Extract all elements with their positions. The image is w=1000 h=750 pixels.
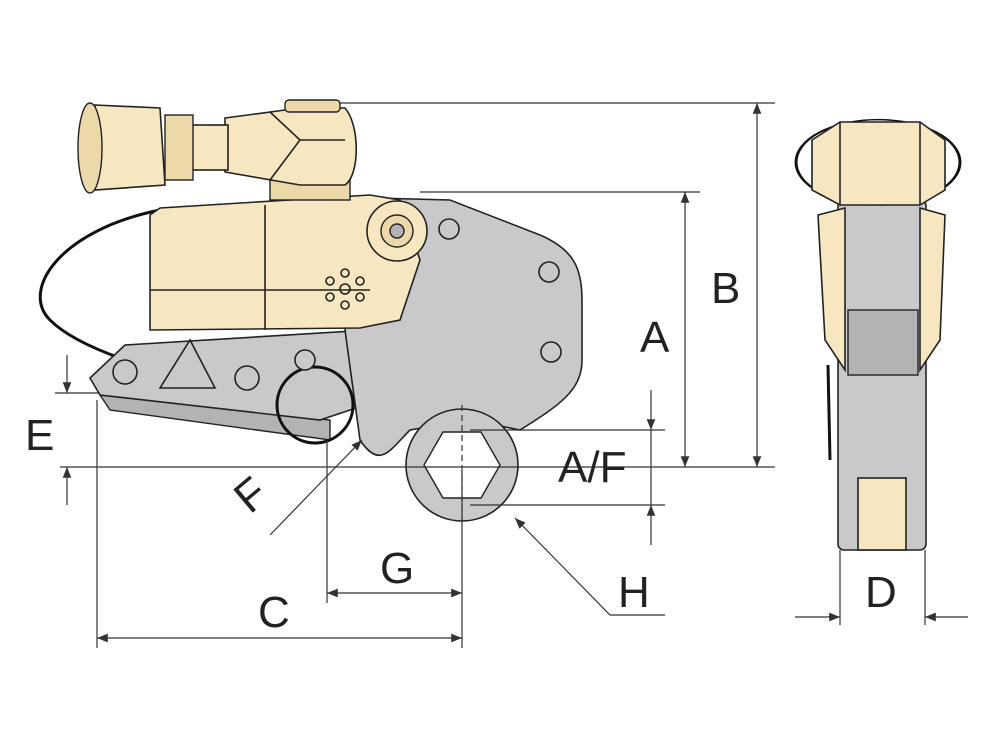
label-a: A: [640, 313, 670, 362]
pin-ring: [275, 365, 355, 445]
label-d: D: [865, 568, 897, 617]
dimension-lines: [55, 102, 968, 648]
label-f: F: [225, 468, 277, 523]
port-holes: [325, 268, 365, 310]
cylinder-body: [149, 194, 428, 331]
reaction-arm: [88, 329, 381, 441]
swivel-coupler: [77, 99, 358, 201]
label-b: B: [711, 264, 740, 313]
label-h: H: [618, 568, 650, 617]
label-e: E: [25, 411, 54, 460]
label-g: G: [380, 544, 414, 593]
side-view: [794, 118, 962, 551]
label-c: C: [258, 588, 290, 637]
label-af: A/F: [558, 443, 626, 492]
